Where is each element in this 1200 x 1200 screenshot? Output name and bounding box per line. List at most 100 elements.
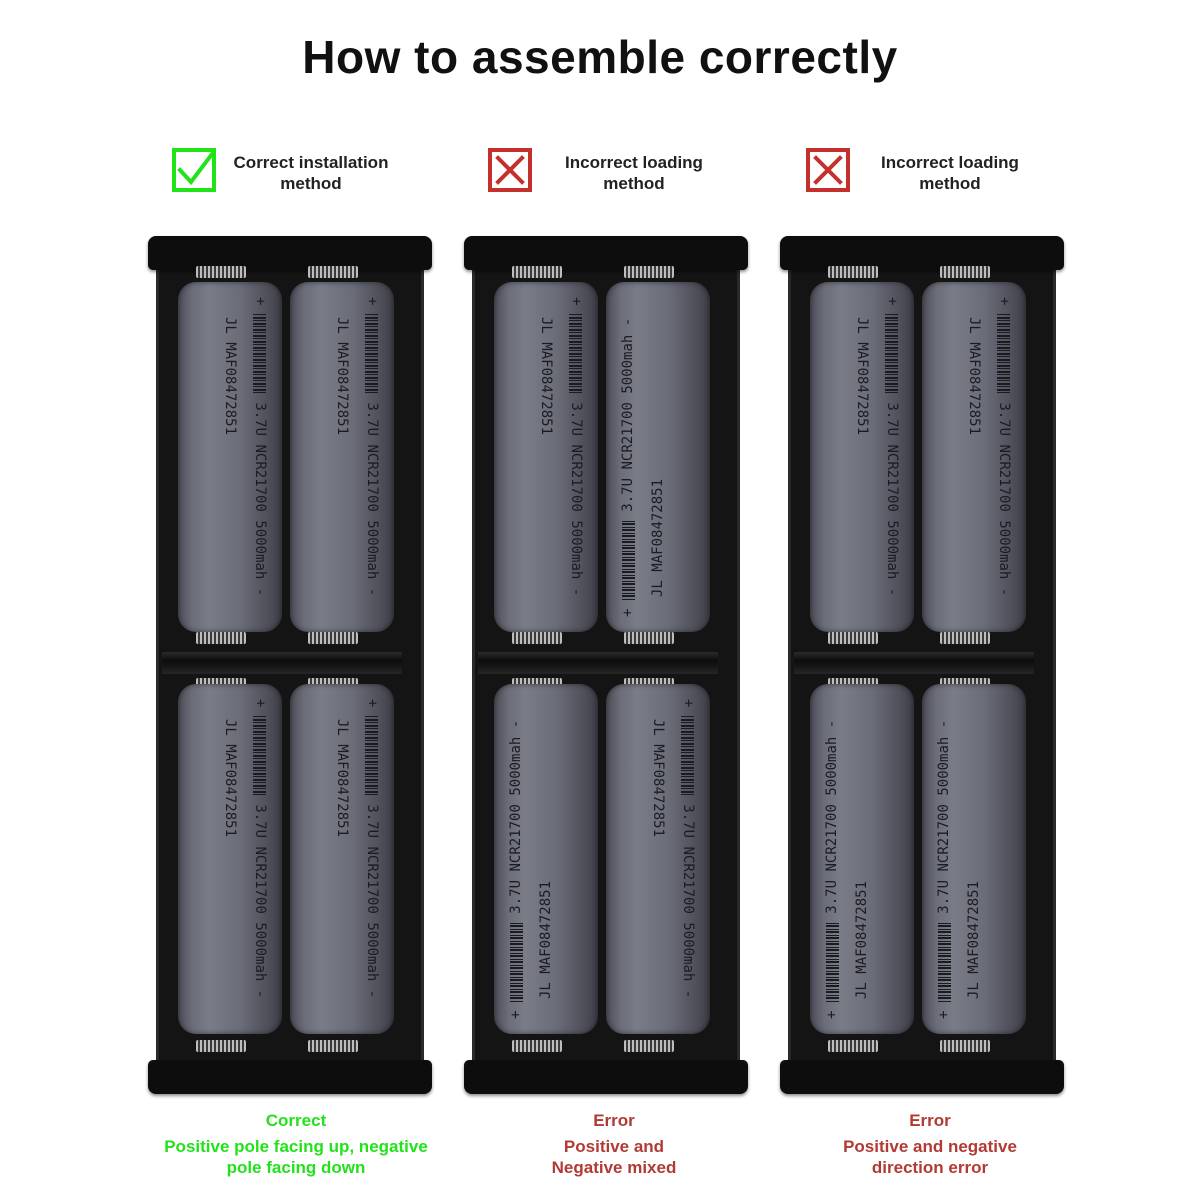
panel-heading-line: Correct installation xyxy=(233,153,389,172)
spring-contact xyxy=(308,266,358,278)
battery-label: + 3.7U NCR21700 5000mah -JL MAF08472851 xyxy=(498,699,594,1019)
battery-serial: MAF08472851 xyxy=(334,342,350,436)
battery-label-line-1: + 3.7U NCR21700 5000mah - xyxy=(508,699,524,1019)
panel-heading-line: Incorrect loading xyxy=(881,153,1019,172)
battery-brand: JL xyxy=(650,719,666,736)
status-description-line: Positive pole facing up, negative xyxy=(164,1137,428,1156)
battery-label-line-1: + 3.7U NCR21700 5000mah - xyxy=(884,297,900,617)
battery-serial: MAF08472851 xyxy=(222,744,238,838)
battery-minus: - xyxy=(252,989,268,999)
holder-top-cap xyxy=(780,236,1064,270)
battery-label-line-1: + 3.7U NCR21700 5000mah - xyxy=(936,699,952,1019)
panel-heading-line: method xyxy=(603,174,665,193)
battery-capacity: 5000mah xyxy=(936,736,952,796)
battery-capacity: 5000mah xyxy=(996,520,1012,580)
battery-cell-up: + 3.7U NCR21700 5000mah - JL MAF08472851 xyxy=(290,684,394,1034)
battery-capacity: 5000mah xyxy=(364,922,380,982)
battery-model: NCR21700 xyxy=(568,444,584,512)
battery-cell-up: + 3.7U NCR21700 5000mah -JL MAF08472851 xyxy=(178,684,282,1034)
battery-model: NCR21700 xyxy=(364,846,380,914)
x-icon xyxy=(806,148,850,192)
holder-bottom-cap xyxy=(464,1060,748,1094)
battery-brand: JL xyxy=(854,982,870,999)
battery-barcode xyxy=(997,313,1011,394)
battery-minus: - xyxy=(884,587,900,597)
battery-brand: JL xyxy=(222,317,238,334)
battery-voltage: 3.7U xyxy=(568,402,584,437)
spring-contact xyxy=(512,632,562,644)
panel-1: Correct installation method + 3.7U NCR2170… xyxy=(148,0,448,1200)
battery-capacity: 5000mah xyxy=(568,520,584,580)
battery-label: + 3.7U NCR21700 5000mah -JL MAF08472851 xyxy=(610,297,706,617)
status-description-line: Negative mixed xyxy=(551,1158,677,1177)
battery-cell-up: + 3.7U NCR21700 5000mah -JL MAF08472851 xyxy=(606,684,710,1034)
battery-minus: - xyxy=(996,587,1012,597)
battery-label-line-1: + 3.7U NCR21700 5000mah - xyxy=(364,699,380,1019)
spring-contact xyxy=(624,1040,674,1052)
spring-contact xyxy=(940,632,990,644)
battery-brand: JL xyxy=(966,982,982,999)
battery-model: NCR21700 xyxy=(364,444,380,512)
battery-brand: JL xyxy=(538,982,554,999)
battery-cell-down: + 3.7U NCR21700 5000mah -JL MAF08472851 xyxy=(494,684,598,1034)
battery-serial: MAF08472851 xyxy=(854,342,870,436)
spring-contact xyxy=(940,266,990,278)
battery-label-line-1: + 3.7U NCR21700 5000mah - xyxy=(620,297,636,617)
battery-brand: JL xyxy=(966,317,982,334)
battery-label: + 3.7U NCR21700 5000mah -JL MAF08472851 xyxy=(294,297,390,617)
holder-top-cap xyxy=(148,236,432,270)
battery-label-line-2: JL MAF08472851 xyxy=(854,684,870,1019)
battery-serial: MAF08472851 xyxy=(334,744,350,838)
battery-label-line-2: JL MAF08472851 xyxy=(966,297,982,632)
holder-bottom-cap xyxy=(780,1060,1064,1094)
spring-contact xyxy=(308,1040,358,1052)
holder-top-cap xyxy=(464,236,748,270)
panel-heading: Incorrect loading method xyxy=(870,152,1030,194)
battery-cell-up: + 3.7U NCR21700 5000mah -JL MAF08472851 xyxy=(290,282,394,632)
battery-minus: - xyxy=(680,989,696,999)
battery-label: + 3.7U NCR21700 5000mah -JL MAF08472851 xyxy=(926,297,1022,617)
panel-header: Correct installation method xyxy=(148,148,448,200)
battery-capacity: 5000mah xyxy=(252,922,268,982)
battery-barcode xyxy=(569,313,583,394)
page-title: How to assemble correctly xyxy=(302,31,898,83)
battery-holder: + 3.7U NCR21700 5000mah -JL MAF08472851+… xyxy=(780,236,1064,1094)
battery-model: NCR21700 xyxy=(252,846,268,914)
spacer xyxy=(620,600,636,608)
battery-label-line-2: JL MAF08472851 xyxy=(538,297,554,632)
battery-barcode xyxy=(885,313,899,394)
spacer xyxy=(364,707,380,715)
battery-label-line-2: JL MAF08472851 xyxy=(334,297,350,632)
battery-label-line-2: JL MAF08472851 xyxy=(334,699,350,1034)
spring-contact xyxy=(196,632,246,644)
spacer xyxy=(680,707,696,715)
battery-serial: MAF08472851 xyxy=(966,342,982,436)
battery-barcode xyxy=(937,922,951,1003)
battery-brand: JL xyxy=(334,719,350,736)
battery-barcode xyxy=(365,715,379,796)
panel-heading-line: method xyxy=(280,174,342,193)
panel-heading: Correct installation method xyxy=(226,152,396,194)
holder-bottom-cap xyxy=(148,1060,432,1094)
panel-heading-line: method xyxy=(919,174,981,193)
battery-minus: - xyxy=(936,719,952,729)
spacer xyxy=(568,305,584,313)
spring-contact xyxy=(624,632,674,644)
spacer xyxy=(824,1002,840,1010)
battery-model: NCR21700 xyxy=(996,444,1012,512)
spacer xyxy=(252,707,268,715)
battery-minus: - xyxy=(508,719,524,729)
battery-capacity: 5000mah xyxy=(824,736,840,796)
battery-minus: - xyxy=(252,587,268,597)
battery-label-line-1: + 3.7U NCR21700 5000mah - xyxy=(568,297,584,617)
battery-label: + 3.7U NCR21700 5000mah - JL MAF08472851 xyxy=(294,699,390,1019)
battery-voltage: 3.7U xyxy=(680,804,696,839)
battery-cell-up: + 3.7U NCR21700 5000mah -JL MAF08472851 xyxy=(810,282,914,632)
battery-voltage: 3.7U xyxy=(824,879,840,914)
battery-voltage: 3.7U xyxy=(936,879,952,914)
status-description-line: Positive and xyxy=(563,1137,665,1156)
spring-contact xyxy=(308,632,358,644)
spacer xyxy=(884,305,900,313)
